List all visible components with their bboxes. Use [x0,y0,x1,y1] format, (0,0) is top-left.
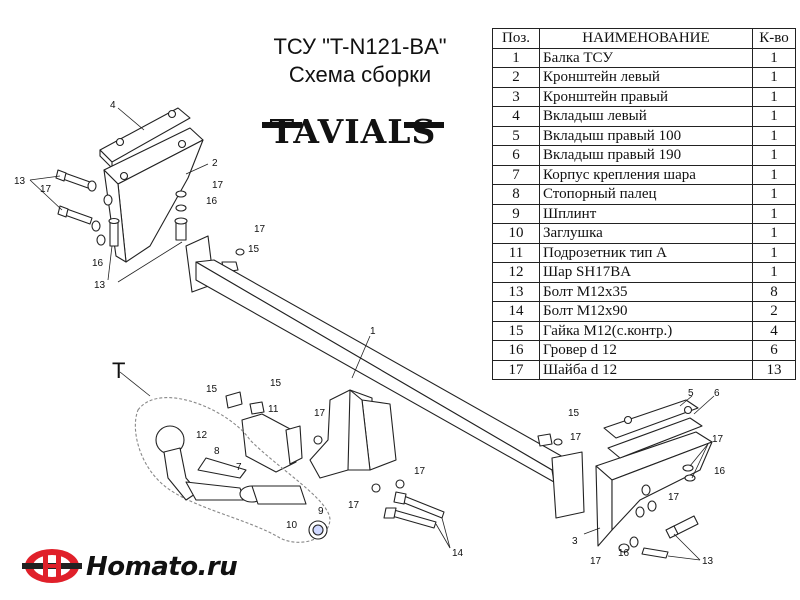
right-bracket-part [595,431,713,547]
right-inserts-part [603,399,703,459]
callout-3: 3 [572,536,578,547]
col-name: НАИМЕНОВАНИЕ [539,28,753,49]
callout-17-mid: 17 [314,408,326,419]
part-name: Стопорный палец [539,184,753,205]
callout-13-right: 13 [702,556,714,567]
callout-6: 6 [714,388,720,399]
callout-4: 4 [110,100,116,111]
callout-17-left: 17 [40,184,52,195]
callout-15-mid-b: 15 [270,378,282,389]
callout-16-right-b: 16 [618,548,630,559]
part-name: Балка ТСУ [539,47,753,68]
part-qty: 1 [752,86,796,107]
callout-16-left-b: 16 [92,258,104,269]
callout-1: 1 [370,326,376,337]
right-fasteners [537,433,699,559]
callout-17-left-c: 17 [254,224,266,235]
logo-right-bar [404,122,444,128]
logo-left-bar [262,122,302,128]
callout-13-left-top: 13 [14,176,26,187]
diagram-title: ТСУ "T-N121-BA" [273,34,447,59]
long-bolts-14 [371,479,445,529]
callout-12: 12 [196,430,208,441]
callout-15-mid-a: 15 [206,384,218,395]
callout-T: T [112,358,125,383]
callout-17-right-d: 17 [590,556,602,567]
part-pos: 14 [492,301,540,322]
part-name: Вкладыш правый 190 [539,145,753,166]
callout-8: 8 [214,446,220,457]
part-name: Гайка М12(с.контр.) [539,320,753,341]
left-bolts-13 [55,169,188,247]
parts-table-header: Поз. НАИМЕНОВАНИЕ К-во [492,28,796,49]
left-insert-part [99,107,191,169]
part-name: Заглушка [539,223,753,244]
ball-mount-plate [309,389,397,479]
callout-15-left: 15 [248,244,260,255]
callout-17-right-c: 17 [668,492,680,503]
callout-17-right: 17 [570,432,582,443]
callout-10: 10 [286,520,298,531]
homato-brand-logo: Homato.ru [22,546,238,590]
callout-15-right: 15 [568,408,580,419]
callout-7: 7 [236,462,242,473]
diagram-subtitle: Схема сборки [288,62,432,87]
callout-11: 11 [268,404,279,415]
logo-text: TAVIALS [269,112,437,151]
part-qty: 1 [752,262,796,283]
part-pos: 11 [492,242,540,263]
left-bracket-part [103,127,204,263]
callout-17-right-b: 17 [712,434,724,445]
part-name: Шайба d 12 [539,359,753,380]
callout-14: 14 [452,548,464,559]
callout-16-right: 16 [714,466,726,477]
callout-17-left-b: 17 [212,180,224,191]
callout-9: 9 [318,506,324,517]
col-qty: К-во [752,28,796,49]
homato-brand-text: Homato.ru [86,552,238,582]
part-qty: 13 [752,359,796,380]
callout-17-mid-c: 17 [348,500,360,511]
callout-13-left-bottom: 13 [94,280,106,291]
callout-17-mid-b: 17 [414,466,426,477]
callout-labels: T 1 2 3 4 5 6 7 8 9 10 11 12 13 13 13 14… [14,100,726,567]
callout-16-left: 16 [206,196,218,207]
socket-plate-part [225,391,323,473]
towbar-beam-part [185,235,585,519]
leader-lines [29,107,715,561]
callout-5: 5 [688,388,694,399]
part-name: Корпус крепления шара [539,164,753,185]
homato-emblem-icon [22,549,82,583]
tavials-logo: TAVIALS [262,106,444,151]
callout-2: 2 [212,158,218,169]
ball-assembly-group [134,397,331,543]
